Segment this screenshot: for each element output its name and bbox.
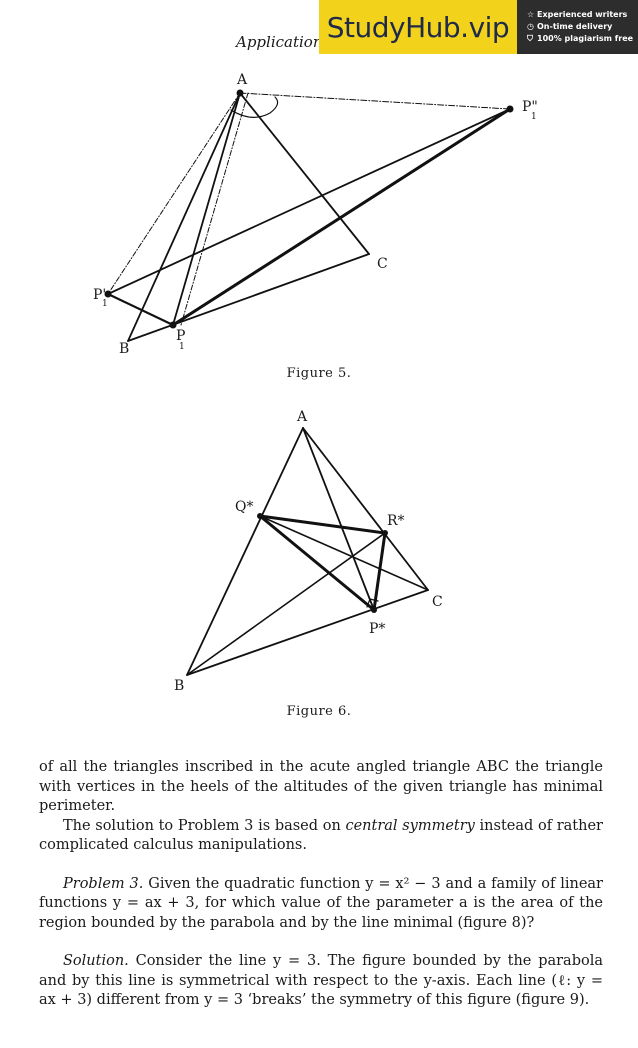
label-C: C xyxy=(377,256,388,272)
altitude-C xyxy=(259,515,429,591)
figure-5-diagram: A B C P 1 P' 1 P" 1 xyxy=(93,72,538,357)
segment-AB xyxy=(127,92,241,342)
label-B: B xyxy=(174,678,184,694)
point-P1-prime xyxy=(104,290,112,298)
ad-feature: ◷On-time delivery xyxy=(527,22,613,31)
segment-P1p-P1 xyxy=(106,292,175,327)
segment-R-P xyxy=(372,531,387,612)
solution-paragraph: Solution. Consider the line y = 3. The f… xyxy=(39,953,604,1008)
segment-P-Q xyxy=(258,514,376,612)
running-title: Applications xyxy=(236,33,331,51)
label-P-star: P* xyxy=(369,621,385,637)
figure-6-diagram: A B C Q* R* P* xyxy=(174,409,443,694)
point-R-star xyxy=(382,530,388,536)
ad-logo[interactable]: StudyHub.vip xyxy=(319,0,517,54)
label-Q-star: Q* xyxy=(235,499,253,515)
point-P-star xyxy=(371,607,377,613)
label-A: A xyxy=(296,409,308,425)
point-P1-double-prime xyxy=(506,105,514,113)
solution-label: Solution. xyxy=(63,953,129,969)
clock-icon: ◷ xyxy=(527,22,534,31)
segment-P1-P1pp xyxy=(171,107,512,327)
dashed-A-P1p xyxy=(107,92,241,295)
ad-banner[interactable]: StudyHub.vip ☆Experienced writers ◷On-ti… xyxy=(319,0,638,54)
segment-AB xyxy=(186,427,304,676)
body-text: of all the triangles inscribed in the ac… xyxy=(39,758,603,1011)
paragraph: The solution to Problem 3 is based on ce… xyxy=(39,817,603,854)
segment-P1p-P1pp xyxy=(107,108,511,295)
label-P1-double-prime: P" xyxy=(522,99,538,115)
label-P1-sub: 1 xyxy=(179,342,185,352)
segment-BC xyxy=(127,253,370,342)
label-P1-double-prime-sub: 1 xyxy=(531,112,537,122)
paragraph: of all the triangles inscribed in the ac… xyxy=(39,759,603,814)
label-P1-prime: P' xyxy=(93,287,106,303)
ad-feature: ⛉100% plagiarism free xyxy=(527,34,634,43)
altitude-B xyxy=(186,532,386,676)
segment-AP1 xyxy=(172,92,241,326)
label-C: C xyxy=(432,594,443,610)
emphasis: central symmetry xyxy=(345,817,475,834)
altitude-A xyxy=(302,427,375,611)
label-A: A xyxy=(236,72,248,88)
star-icon: ☆ xyxy=(527,10,535,19)
dashed-A-P1 xyxy=(180,92,249,326)
angle-arc xyxy=(230,96,279,118)
point-Q-star xyxy=(257,513,263,519)
label-P1-prime-sub: 1 xyxy=(102,299,108,309)
point-P1 xyxy=(169,321,177,329)
figure-6-caption: Figure 6. xyxy=(286,704,352,719)
ad-feature: ☆Experienced writers xyxy=(527,10,628,19)
segment-BC xyxy=(186,589,429,676)
ad-feature-list: ☆Experienced writers ◷On-time delivery ⛉… xyxy=(517,0,638,54)
segment-AC xyxy=(239,92,370,255)
label-P1: P xyxy=(176,328,185,344)
segment-Q-R xyxy=(258,514,387,535)
shield-icon: ⛉ xyxy=(527,34,533,43)
right-angle-mark xyxy=(366,598,379,608)
problem-3-statement: Problem 3. Given the quadratic function … xyxy=(39,875,603,931)
dashed-A-P1pp xyxy=(239,92,511,110)
point-A xyxy=(236,89,244,97)
segment-AC xyxy=(302,427,429,591)
figure-5-caption: Figure 5. xyxy=(286,366,352,381)
label-R-star: R* xyxy=(387,513,405,529)
label-B: B xyxy=(119,341,129,357)
problem-label: Problem 3. xyxy=(63,875,144,892)
